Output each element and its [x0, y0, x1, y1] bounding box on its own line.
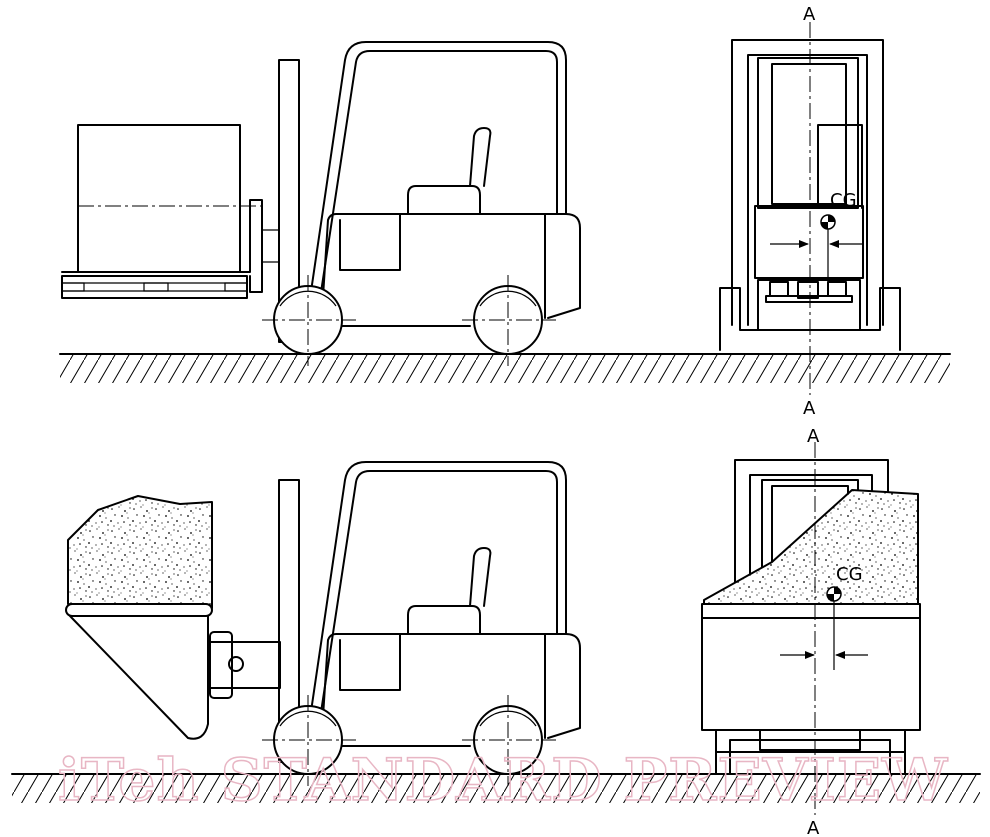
cg-label-bottom: CG: [836, 564, 863, 585]
bucket-load: [65, 495, 281, 740]
top-forklift-front-view: A A CG: [719, 4, 901, 419]
section-a-bottom-upper: A: [807, 426, 820, 447]
bottom-forklift-front-view: A A CG: [701, 426, 921, 837]
cg-label-top: CG: [830, 190, 857, 211]
section-a-top-upper: A: [803, 4, 816, 25]
top-forklift-side-view: [59, 41, 951, 383]
pallet-load: [61, 124, 263, 299]
watermark-text: iTeh STANDARD PREVIEW: [58, 746, 948, 814]
section-a-top-lower: A: [803, 398, 816, 419]
bottom-forklift-side-view: [11, 461, 981, 803]
section-a-bottom-lower: A: [807, 818, 820, 837]
